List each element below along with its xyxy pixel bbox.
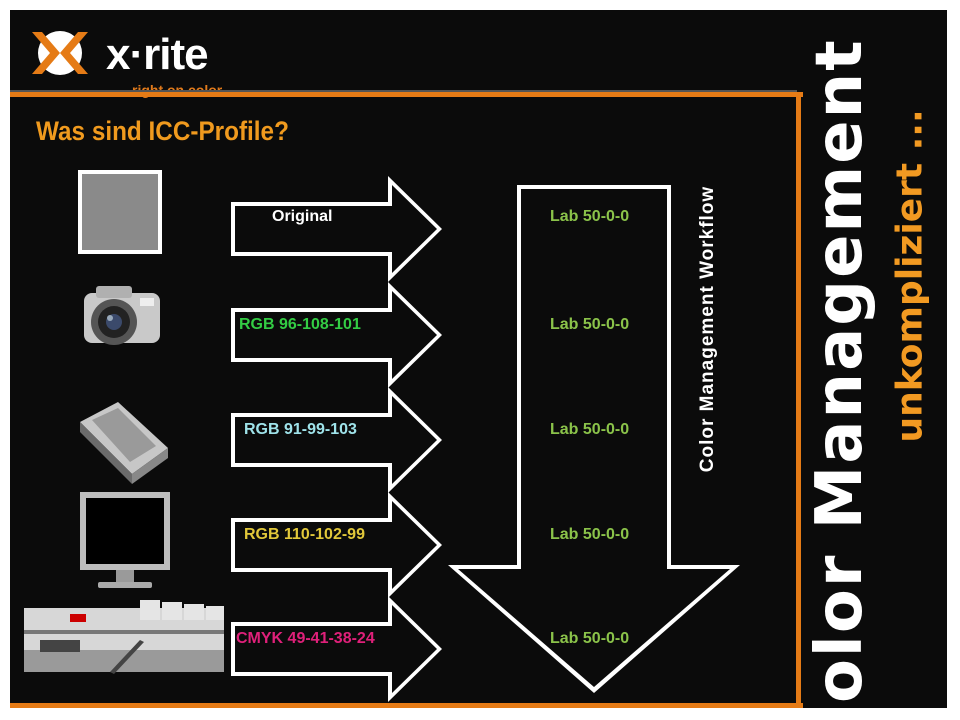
diagram — [24, 170, 740, 702]
page-title: Was sind ICC-Profile? — [36, 116, 289, 146]
scanner-icon — [80, 402, 168, 484]
x-rite-logo: x·rite right on color — [24, 20, 244, 100]
row-label-scanner: RGB 91-99-103 — [244, 421, 357, 438]
arrow-original — [231, 176, 442, 282]
lab-value-press: Lab 50-0-0 — [550, 630, 630, 647]
original-swatch-icon — [78, 170, 162, 254]
brand-subtitle: unkompliziert ... — [889, 109, 931, 443]
row-label-press: CMYK 49-41-38-24 — [236, 630, 375, 647]
logo-wordmark: x·rite — [106, 30, 209, 79]
row-label-monitor: RGB 110-102-99 — [244, 526, 365, 543]
frame-bottom — [10, 703, 803, 708]
lab-value-original: Lab 50-0-0 — [550, 208, 630, 225]
lab-value-scanner: Lab 50-0-0 — [550, 421, 630, 438]
workflow-down-arrow — [448, 185, 740, 693]
lab-value-camera: Lab 50-0-0 — [550, 316, 630, 333]
arrow-monitor — [231, 492, 442, 598]
arrow-press — [231, 596, 442, 702]
frame-top — [10, 92, 803, 97]
frame-right — [796, 92, 801, 708]
arrow-camera — [231, 282, 442, 388]
row-label-camera: RGB 96-108-101 — [239, 316, 361, 333]
lab-value-monitor: Lab 50-0-0 — [550, 526, 630, 543]
camera-icon — [84, 286, 160, 345]
slide: x·rite right on color Was sind ICC-Profi… — [10, 10, 947, 708]
row-label-original: Original — [272, 208, 333, 225]
workflow-label: Color Management Workflow — [697, 185, 718, 473]
printing-press-icon — [24, 600, 224, 674]
arrow-scanner — [231, 387, 442, 493]
monitor-icon — [80, 492, 170, 588]
brand-title: Color Management — [803, 38, 877, 708]
x-rite-logo-mark — [32, 31, 88, 75]
header-divider — [10, 90, 797, 93]
